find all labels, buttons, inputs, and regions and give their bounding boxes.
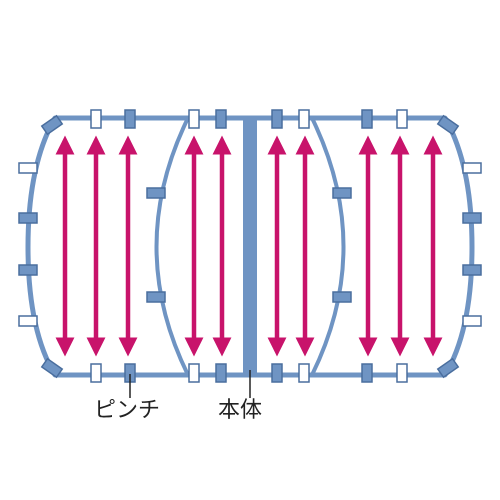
pinch: [332, 187, 352, 199]
pinch: [146, 291, 166, 303]
pinch: [18, 212, 38, 224]
pinch: [271, 363, 283, 383]
pinch: [396, 363, 408, 383]
pinch: [90, 363, 102, 383]
pinch: [462, 315, 482, 327]
inner-right-rod: [310, 117, 346, 376]
pinch: [18, 162, 38, 174]
pinch: [462, 212, 482, 224]
pinch: [361, 363, 373, 383]
pinch-clips: [18, 109, 482, 383]
center-body-bar: [243, 116, 257, 377]
pinch: [215, 109, 227, 129]
pinch: [188, 363, 200, 383]
stretch-arrows: [55, 135, 443, 357]
pinch: [271, 109, 283, 129]
body-label: 本体: [218, 398, 263, 423]
pinch: [396, 109, 408, 129]
pinch-label: ピンチ: [94, 398, 161, 423]
pinch: [298, 109, 310, 129]
pinch: [146, 187, 166, 199]
pinch: [332, 291, 352, 303]
pinch: [462, 264, 482, 276]
pinch: [188, 109, 200, 129]
inner-left-rod: [154, 117, 190, 376]
pinch: [298, 363, 310, 383]
pinch: [361, 109, 373, 129]
pinch: [436, 357, 460, 379]
pinch: [18, 315, 38, 327]
pinch: [124, 109, 136, 129]
pinch: [90, 109, 102, 129]
pinch: [40, 357, 64, 379]
pinch: [215, 363, 227, 383]
pinch: [40, 114, 64, 136]
pinch: [18, 264, 38, 276]
pinch: [462, 162, 482, 174]
pinch: [436, 114, 460, 136]
